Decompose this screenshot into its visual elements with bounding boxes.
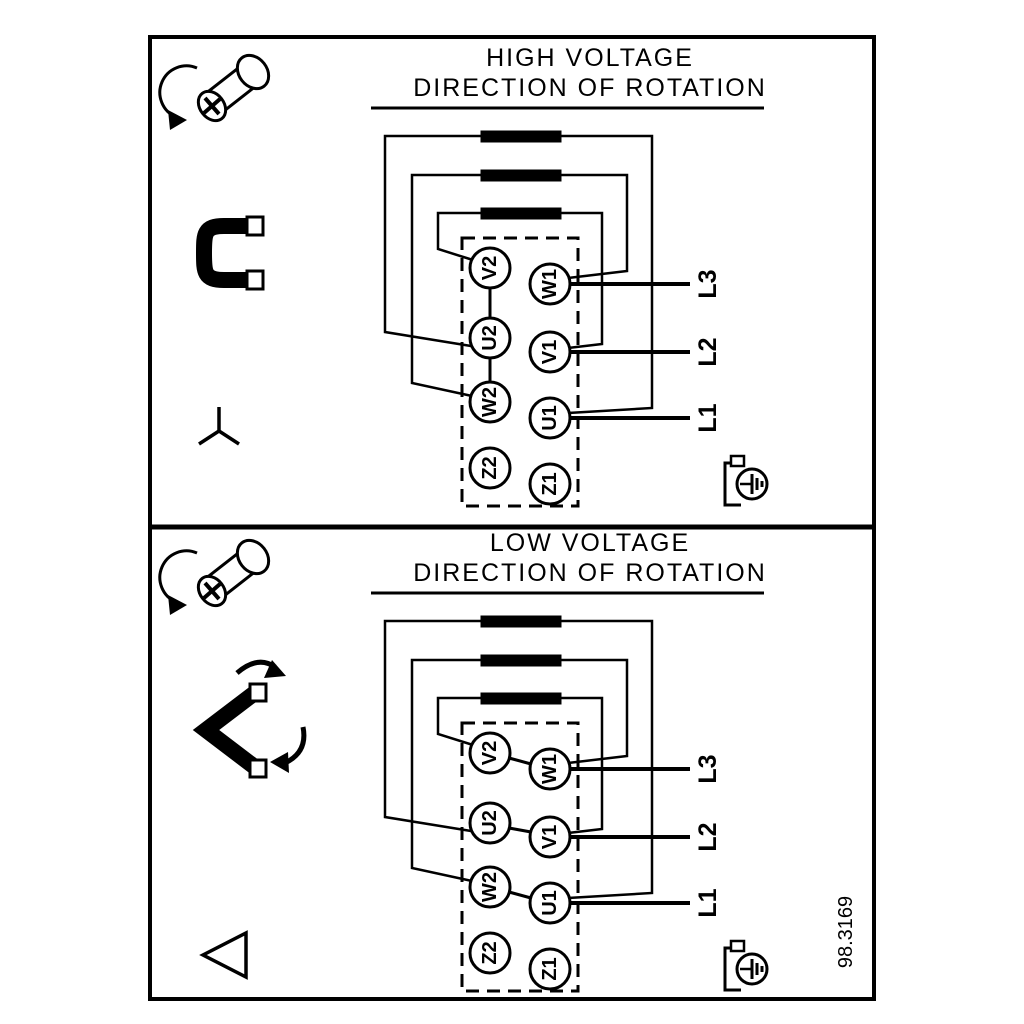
panel-title: HIGH VOLTAGE [486, 44, 694, 72]
wire [561, 619, 654, 900]
terminal-label: Z2 [479, 456, 501, 479]
terminal-U1 [528, 881, 572, 925]
supply-label: L1 [694, 888, 722, 917]
terminal-label: V2 [479, 256, 501, 280]
terminal-V2 [468, 731, 512, 775]
terminal-label: W1 [539, 754, 561, 784]
terminal-label: U1 [539, 405, 561, 431]
supply-label: L2 [694, 337, 722, 366]
winding-bar [480, 692, 562, 705]
delta-link [508, 890, 532, 900]
terminal-W1 [528, 262, 572, 306]
low-voltage-panel: LOW VOLTAGE DIRECTION OF ROTATION [157, 529, 857, 993]
terminal-label: U2 [479, 325, 501, 351]
terminal-Z2 [468, 931, 512, 975]
high-voltage-panel: HIGH VOLTAGE DIRECTION OF ROTATION [157, 44, 769, 508]
delta-connection-icon [199, 930, 248, 980]
panel-subtitle: DIRECTION OF ROTATION [413, 559, 767, 587]
terminal-W2 [468, 865, 512, 909]
drawing-number: 98.3169 [835, 896, 857, 968]
wire [561, 173, 629, 280]
terminal-V2 [468, 246, 512, 290]
delta-link [508, 756, 532, 766]
winding-bar [480, 207, 562, 220]
terminal-Z1 [528, 947, 572, 991]
terminal-link-move-icon [192, 659, 307, 779]
wire [436, 696, 481, 747]
terminal-Z1 [528, 462, 572, 506]
terminal-W1 [528, 747, 572, 791]
rotation-screw-icon [157, 47, 278, 132]
terminal-label: U2 [479, 810, 501, 836]
winding-bar [480, 615, 562, 628]
terminal-label: V1 [539, 340, 561, 364]
terminal-label: V1 [539, 825, 561, 849]
winding-bar [480, 654, 562, 667]
wire [410, 658, 481, 883]
terminal-W2 [468, 380, 512, 424]
terminal-U2 [468, 316, 512, 360]
panel-subtitle: DIRECTION OF ROTATION [413, 74, 767, 102]
winding-bar [480, 169, 562, 182]
terminal-label: W2 [479, 387, 501, 417]
terminal-V1 [528, 330, 572, 374]
wire [383, 134, 481, 348]
winding-bar [480, 130, 562, 143]
wire [561, 658, 629, 765]
terminal-label: Z1 [539, 472, 561, 495]
terminal-Z2 [468, 446, 512, 490]
supply-label: L3 [694, 754, 722, 783]
delta-link [508, 826, 532, 834]
star-connection-icon [198, 407, 240, 446]
terminal-U1 [528, 396, 572, 440]
terminal-V1 [528, 815, 572, 859]
wire [436, 211, 481, 262]
terminal-label: W2 [479, 872, 501, 902]
supply-label: L3 [694, 269, 722, 298]
terminal-box [460, 236, 580, 508]
rotation-screw-icon [157, 532, 278, 617]
terminal-link-icon [195, 215, 265, 291]
terminal-U2 [468, 801, 512, 845]
terminal-label: W1 [539, 269, 561, 299]
frame-border [148, 35, 876, 1001]
wire [561, 134, 654, 415]
terminal-label: Z2 [479, 941, 501, 964]
supply-label: L1 [694, 403, 722, 432]
wire [561, 696, 604, 835]
earth-ground-icon [723, 939, 769, 992]
terminal-label: U1 [539, 890, 561, 916]
earth-ground-icon [723, 454, 769, 507]
terminal-label: V2 [479, 741, 501, 765]
wire [410, 173, 481, 398]
wire [561, 211, 604, 350]
panel-title: LOW VOLTAGE [490, 529, 690, 557]
supply-label: L2 [694, 822, 722, 851]
terminal-label: Z1 [539, 957, 561, 980]
wire [383, 619, 481, 833]
terminal-box [460, 721, 580, 993]
